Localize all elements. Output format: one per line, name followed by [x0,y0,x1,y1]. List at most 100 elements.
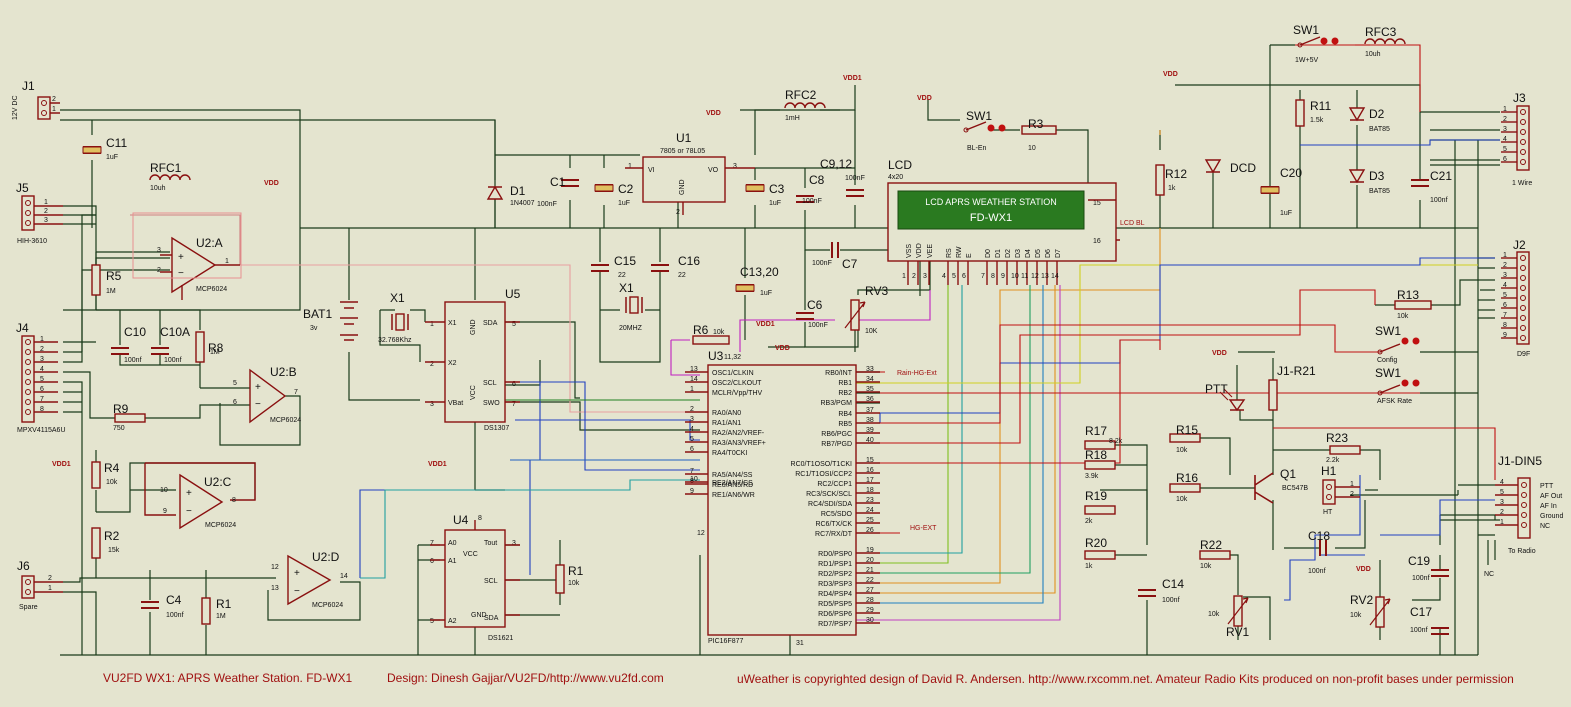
ref-r21: J1-R21 [1277,364,1316,378]
inductor-rfc2 [784,102,826,109]
svg-text:+: + [255,382,261,393]
resistor-r3 [1021,125,1057,135]
lcd-pin-15: 15 [1093,200,1101,207]
ref-q1: Q1 [1280,467,1296,481]
j2-pin-circle [1520,305,1526,311]
j2-pin-circle [1520,265,1526,271]
val-c7: 100nF [812,260,832,267]
capacitor-body [735,284,755,292]
j4-pin-label: 6 [40,386,44,393]
u5-pin-gnd: GND [470,319,477,335]
mcu-pin-num: 4 [690,426,694,433]
mcu-pin-11-32: 11,32 [724,354,741,361]
lcd-pin-label: VEE [927,244,934,258]
ref-c7: C7 [842,257,858,271]
mcu-pin-num: 14 [690,376,698,383]
opamp-u2c: + − U2:C MCP6024 10 9 8 [160,473,236,530]
ref-c14: C14 [1162,577,1184,591]
lcd-pin-num: 7 [981,273,985,280]
resistor-r1a [201,597,211,625]
mcu-pin-num: 39 [866,427,874,434]
ref-r1a: R1 [216,597,232,611]
mcu-pin-name: RB7/PGD [821,441,852,448]
din5-pin-label: AF In [1540,503,1557,510]
u5-pinnum: 2 [430,361,434,368]
switch-sw1-bl: SW1 BL-En [963,109,1006,152]
j5-ref: J5 [16,181,29,195]
lcd-size: 4x20 [888,174,903,181]
diode-dcd [1204,159,1222,174]
u4-pinnum: 6 [430,558,434,565]
j4-pin-circle [25,339,31,345]
mcu-pin-num: 28 [866,597,874,604]
sw-config-label: Config [1377,357,1397,364]
u5-pin-x2: X2 [448,360,457,367]
u1-pinnum: 3 [733,163,737,170]
val-c18: 100nf [1308,568,1326,575]
mcu-pin-num: 1 [690,386,694,393]
lcd-pin-num: 4 [942,273,946,280]
u2d-ref: U2:D [312,550,340,564]
ref-c19: C19 [1408,554,1430,568]
passive-components: C111uFRFC110uhRFC21mHRFC310uhD11N4007C11… [82,25,1452,639]
switch-sw1-config: SW1 Config [1375,324,1420,364]
j5-pin: 3 [44,217,48,224]
resistor-r4 [91,461,101,489]
ref-r6: R6 [693,323,709,337]
lcd-pin-num: 9 [1001,273,1005,280]
capacitor-c4 [141,601,159,609]
j3-pin-label: 5 [1503,146,1507,153]
val-r12: 1k [1168,185,1176,192]
resistor-r1b [555,564,565,594]
u1-pinnum: 1 [628,163,632,170]
resistor-r13 [1394,300,1432,310]
lcd-pin-label: RW [956,246,963,258]
capacitor-c19 [1431,569,1449,577]
j2-pin-circle [1520,335,1526,341]
power-label: VDD1 [52,461,71,468]
inductor-rfc1 [149,174,191,181]
u1-pinnum: 2 [676,209,680,216]
connector-j6: J6 Spare 2 1 [17,559,63,611]
mcu-pin-name: RB6/PGC [821,431,852,438]
capacitor-c10a [151,347,169,355]
ref-c16: C16 [678,254,700,268]
mcu-pin-name: RD2/PSP2 [818,571,852,578]
resistor-r18 [1084,460,1116,470]
u4-pinnum: 3 [512,540,516,547]
din5-pin-circle [1521,482,1527,488]
capacitor-c14 [1138,589,1156,597]
wiring [60,44,1500,656]
mcu-pin-num: 22 [866,577,874,584]
val-c14: 100nf [1162,597,1180,604]
lcd-module: LCD APRS WEATHER STATION FD-WX1 LCD 4x20… [887,158,1145,285]
val-c17: 100nf [1410,627,1428,634]
header-h1: H1 HT 1 2 [1321,464,1360,516]
lcd-pin-num: 10 [1011,273,1019,280]
inductor-rfc3 [1364,38,1406,45]
u5-pin-vbat: VBat [448,400,463,407]
u4-pin-vcc: VCC [463,551,478,558]
u2b-pin: 7 [294,389,298,396]
lcd-pin-num: 14 [1051,273,1059,280]
mcu-pin-name: RB5 [838,421,852,428]
ref-c2: C2 [618,182,634,196]
ref-d3: D3 [1369,169,1385,183]
mcu-pin-name: RC3/SCK/SCL [806,491,852,498]
ref-r1b: R1 [568,564,584,578]
lcd-bl-label: LCD BL [1120,220,1145,227]
din5-pin-label: PTT [1540,483,1554,490]
u5-pinnum: 3 [430,401,434,408]
j4-pin-label: 4 [40,366,44,373]
footer-right: uWeather is copyrighted design of David … [737,672,1514,686]
ref-c10a: C10A [160,325,190,339]
j1-pin: 2 [52,96,56,103]
j2-pin-circle [1520,325,1526,331]
lcd-pin-label: D3 [1015,249,1022,258]
ref-r5: R5 [106,269,122,283]
j5-pin: 2 [44,208,48,215]
j3-pin-label: 6 [1503,156,1507,163]
resistor-r5 [91,264,101,296]
ref-ptt: PTT [1205,382,1228,396]
